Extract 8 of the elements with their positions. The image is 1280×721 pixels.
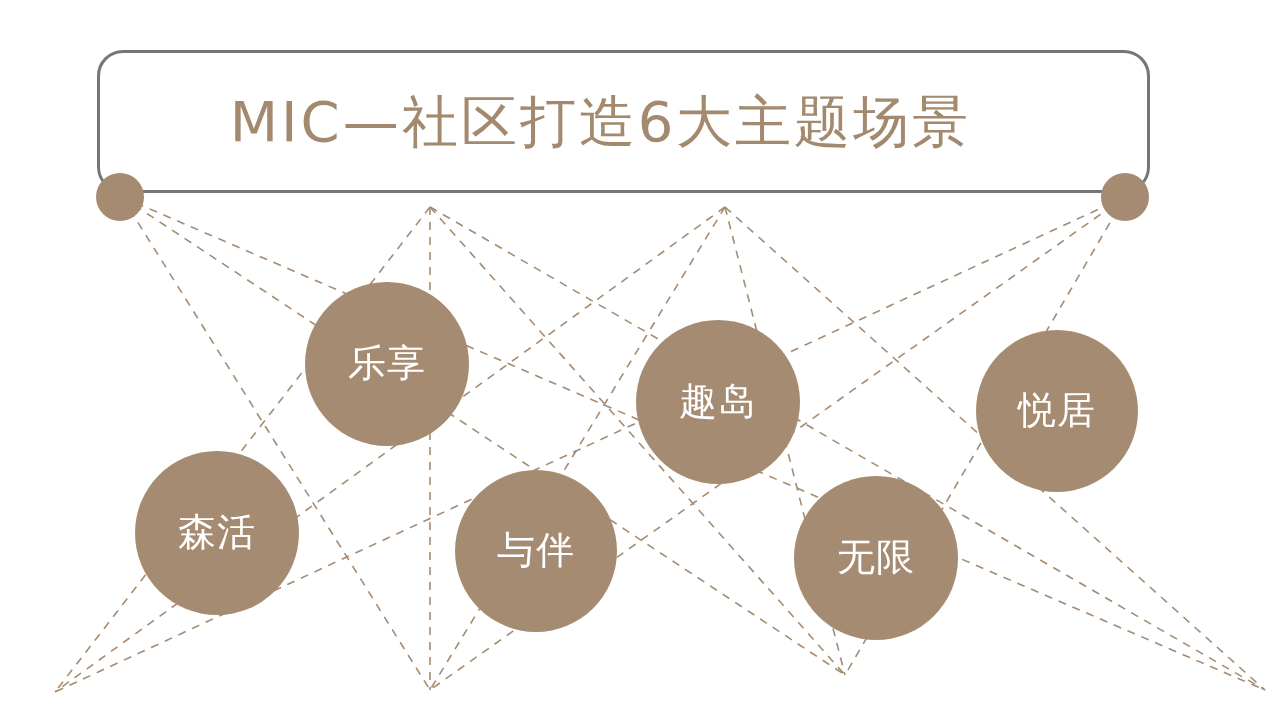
circle-label: 悦居 [1018,390,1096,432]
circle-label: 与伴 [497,530,575,572]
circle-label: 无限 [837,537,915,579]
circle-label: 乐享 [348,343,426,385]
circle-label: 趣岛 [679,381,757,423]
title-box [97,50,1150,193]
title-text: MIC—社区打造6大主题场景 [229,90,972,153]
circle-label: 森活 [178,512,256,554]
